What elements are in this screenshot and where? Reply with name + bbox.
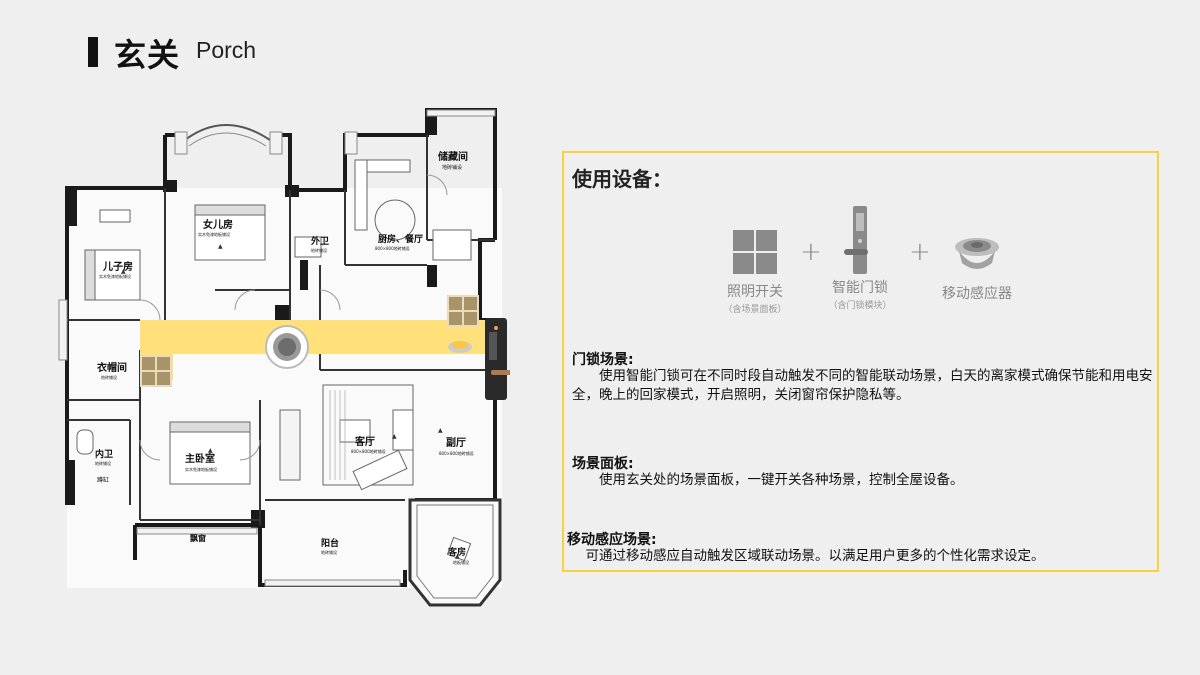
label-son-room: 儿子房 <box>102 260 133 273</box>
page-title: 玄关 <box>114 36 181 74</box>
device-lock-name: 智能门锁 <box>832 280 888 296</box>
section-body-motion: 可通过移动感应自动触发区域联动场景。以满足用户更多的个性化需求设定。 <box>585 548 1045 564</box>
door-swings <box>139 174 448 461</box>
label-master-sub: 实木免漆地板铺设 <box>185 466 217 472</box>
device-switch-name: 照明开关 <box>727 284 783 300</box>
panel-title: 使用设备： <box>572 167 672 191</box>
device-motion-sensor-name: 移动感应器 <box>942 286 1012 302</box>
section-title-panel: 场景面板: <box>572 456 634 472</box>
svg-text:▲: ▲ <box>438 427 443 434</box>
plan-downlight <box>448 341 472 353</box>
wall-pillars <box>65 110 437 528</box>
label-kitchen-sub: 800×800地砖铺设 <box>375 245 410 251</box>
device-info-panel: 使用设备： 照明开关 （含场景面板） + 智能门锁 （含门锁模块） + 移动感应… <box>562 151 1159 572</box>
section-title-motion: 移动感应场景: <box>567 532 657 548</box>
label-cistern: 蹲缸 <box>97 476 109 484</box>
label-balcony: 阳台 <box>321 537 339 549</box>
porch-highlight-horizontal <box>140 320 505 354</box>
device-motion-sensor: 移动感应器 <box>932 233 1022 304</box>
svg-text:▲: ▲ <box>455 553 460 560</box>
section-title-lock: 门锁场景: <box>572 352 634 368</box>
page-title-english: Porch <box>196 37 257 63</box>
windows <box>58 109 496 587</box>
section-body-panel: 使用玄关处的场景面板，一键开关各种场景，控制全屋设备。 <box>599 472 964 488</box>
label-outer-bath-sub: 地砖铺设 <box>311 247 327 253</box>
label-guest-sub: 地板铺设 <box>453 559 469 565</box>
svg-text:▲: ▲ <box>218 243 223 250</box>
label-daughter-room: 女儿房 <box>203 218 233 231</box>
label-inner-bath: 内卫 <box>95 448 113 460</box>
label-master: 主卧室 <box>185 452 215 465</box>
motion-sensor-icon <box>955 238 999 269</box>
room-labels: 储藏间 地砖铺设 女儿房 实木免漆地板铺设 儿子房 实木免漆地板铺设 外卫 地砖… <box>95 150 474 565</box>
furniture <box>76 159 472 562</box>
label-outer-bath: 外卫 <box>310 235 329 247</box>
label-bay: 飘窗 <box>190 533 206 543</box>
label-living-sub: 800×800地砖铺设 <box>351 448 386 454</box>
device-switch: 照明开关 （含场景面板） <box>709 229 801 315</box>
label-cloakroom: 衣帽间 <box>97 361 127 374</box>
hatching <box>329 390 346 480</box>
label-cloakroom-sub: 地砖铺设 <box>101 374 117 380</box>
guest-room-bay-inner <box>416 504 494 599</box>
plan-markers: ▲ ▲ ▲ ▲ ▲ ▲ <box>121 243 460 560</box>
plan-door-lock <box>485 318 510 400</box>
device-lock-note: （含门锁模块） <box>828 301 892 311</box>
label-guest: 客房 <box>447 546 466 558</box>
label-living: 客厅 <box>354 435 375 448</box>
bay-arch-inner <box>188 132 267 147</box>
door-lock-icon <box>844 206 868 274</box>
label-kitchen: 厨房、餐厅 <box>378 233 423 245</box>
label-balcony-sub: 地砖铺设 <box>321 549 337 555</box>
label-daughter-sub: 实木免漆地板铺设 <box>198 231 230 237</box>
svg-text:▲: ▲ <box>121 268 126 275</box>
svg-text:▲: ▲ <box>208 447 213 454</box>
section-body-lock: 使用智能门锁可在不同时段自动触发不同的智能联动场景，白天的离家模式确保节能和用电… <box>572 368 1153 403</box>
bay-arch <box>184 124 271 141</box>
interior-walls <box>67 135 495 525</box>
plus-sign-1: + <box>800 237 822 267</box>
switch-panel-icon <box>733 230 777 274</box>
label-son-sub: 实木免漆地板铺设 <box>99 273 131 279</box>
label-inner-bath-sub: 地砖铺设 <box>95 460 111 466</box>
floor-plan: ▲ ▲ ▲ ▲ ▲ ▲ 储藏间 地砖铺设 女儿房 实木免漆地板铺设 儿子房 实木免漆地… <box>58 108 510 607</box>
device-lock: 智能门锁 （含门锁模块） <box>822 205 898 311</box>
svg-text:▲: ▲ <box>392 433 397 440</box>
label-storage-sub: 地砖铺设 <box>442 164 462 171</box>
label-side-hall-sub: 800×800地砖铺设 <box>439 450 474 456</box>
title-marker-bar <box>88 37 98 67</box>
plan-panel-left <box>140 355 172 387</box>
device-switch-note: （含场景面板） <box>723 305 787 315</box>
label-side-hall: 副厅 <box>446 436 466 449</box>
plan-panel-top <box>447 295 479 327</box>
plus-sign-2: + <box>909 237 931 267</box>
label-storage: 储藏间 <box>437 150 468 163</box>
plan-motion-sensor <box>265 325 309 369</box>
